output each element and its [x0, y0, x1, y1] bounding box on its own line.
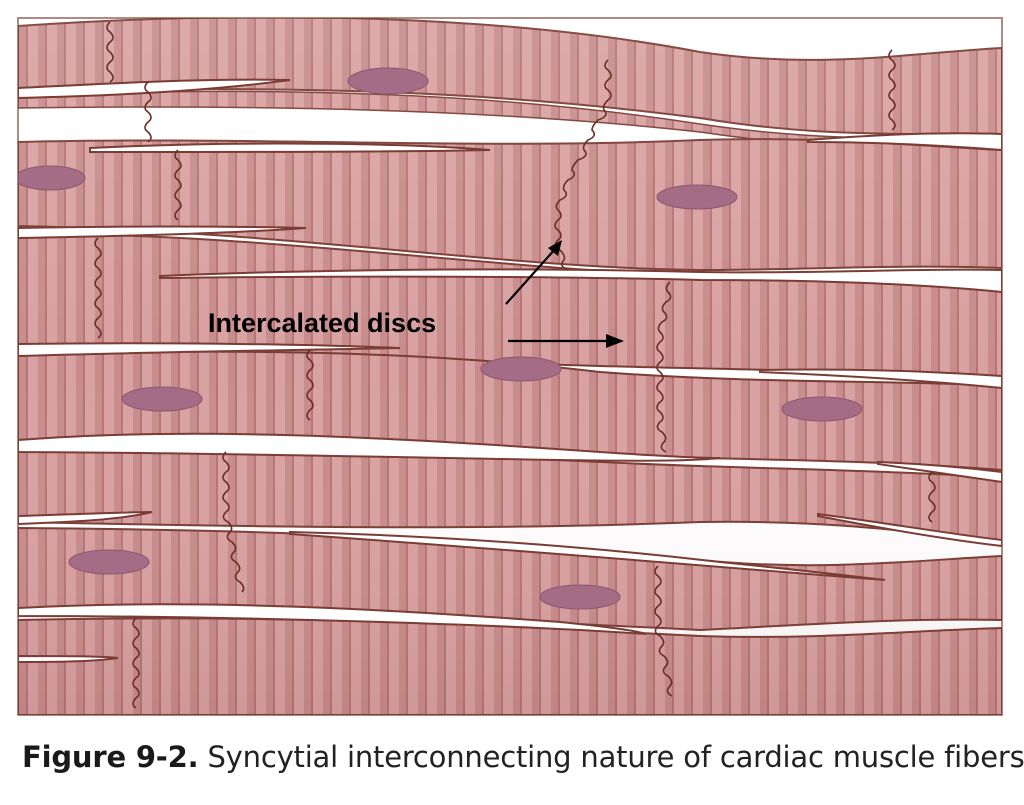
nucleus: [781, 396, 863, 422]
nucleus: [18, 165, 86, 191]
intercalated-disc: [888, 49, 896, 131]
intercalated-disc: [94, 237, 102, 339]
nucleus: [121, 386, 203, 412]
fiber-gaps: [18, 78, 1002, 663]
intercalated-disc: [928, 471, 936, 523]
intercalated-disc: [554, 59, 612, 271]
intercalated-disc: [106, 21, 114, 83]
nuclei: [18, 67, 863, 610]
intercalated-discs-label: Intercalated discs: [208, 308, 436, 338]
intercalated-disc-lines: [94, 21, 936, 709]
intercalated-disc: [306, 349, 314, 421]
pointer-arrows: [505, 240, 624, 348]
figure-number: Figure 9-2.: [22, 740, 199, 774]
figure-caption-text: Syncytial interconnecting nature of card…: [207, 740, 1024, 774]
intercalated-disc: [144, 81, 152, 143]
nucleus: [68, 549, 150, 575]
nucleus: [656, 184, 738, 210]
nucleus: [480, 356, 562, 382]
nucleus: [539, 584, 621, 610]
intercalated-disc: [174, 149, 182, 221]
intercalated-disc: [654, 565, 673, 697]
intercalated-disc: [222, 451, 245, 593]
intercalated-disc: [132, 617, 140, 709]
figure-caption: Figure 9-2. Syncytial interconnecting na…: [22, 740, 1024, 774]
cardiac-muscle-illustration: Intercalated discs: [17, 17, 1003, 716]
intercalated-disc: [656, 281, 672, 453]
arrow-up-icon: [505, 247, 557, 305]
nucleus: [347, 67, 429, 95]
